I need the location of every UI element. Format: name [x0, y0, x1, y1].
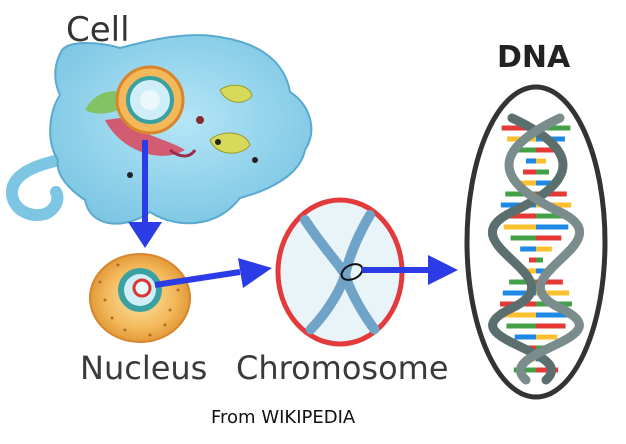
chromosome-illustration: [275, 197, 405, 347]
arrow-nucleus-to-chromosome: [154, 258, 272, 288]
cell-illustration: [6, 34, 313, 225]
endoplasmic-reticulum-icon: [105, 118, 185, 156]
mitochondrion-icon: [209, 132, 251, 154]
dna-label: DNA: [497, 40, 571, 75]
nucleus-illustration: [89, 253, 191, 343]
chromosome-label: Chromosome: [236, 349, 449, 387]
arrow-cell-to-nucleus: [128, 140, 162, 248]
mitochondrion-icon-2: [219, 84, 253, 103]
cell-label: Cell: [66, 10, 130, 50]
cell-body: [49, 34, 313, 225]
arrow-chromosome-to-dna: [362, 255, 458, 285]
nucleus-label: Nucleus: [80, 349, 208, 387]
source-credit: From WIKIPEDIA: [211, 407, 356, 428]
dna-illustration: [464, 84, 608, 400]
